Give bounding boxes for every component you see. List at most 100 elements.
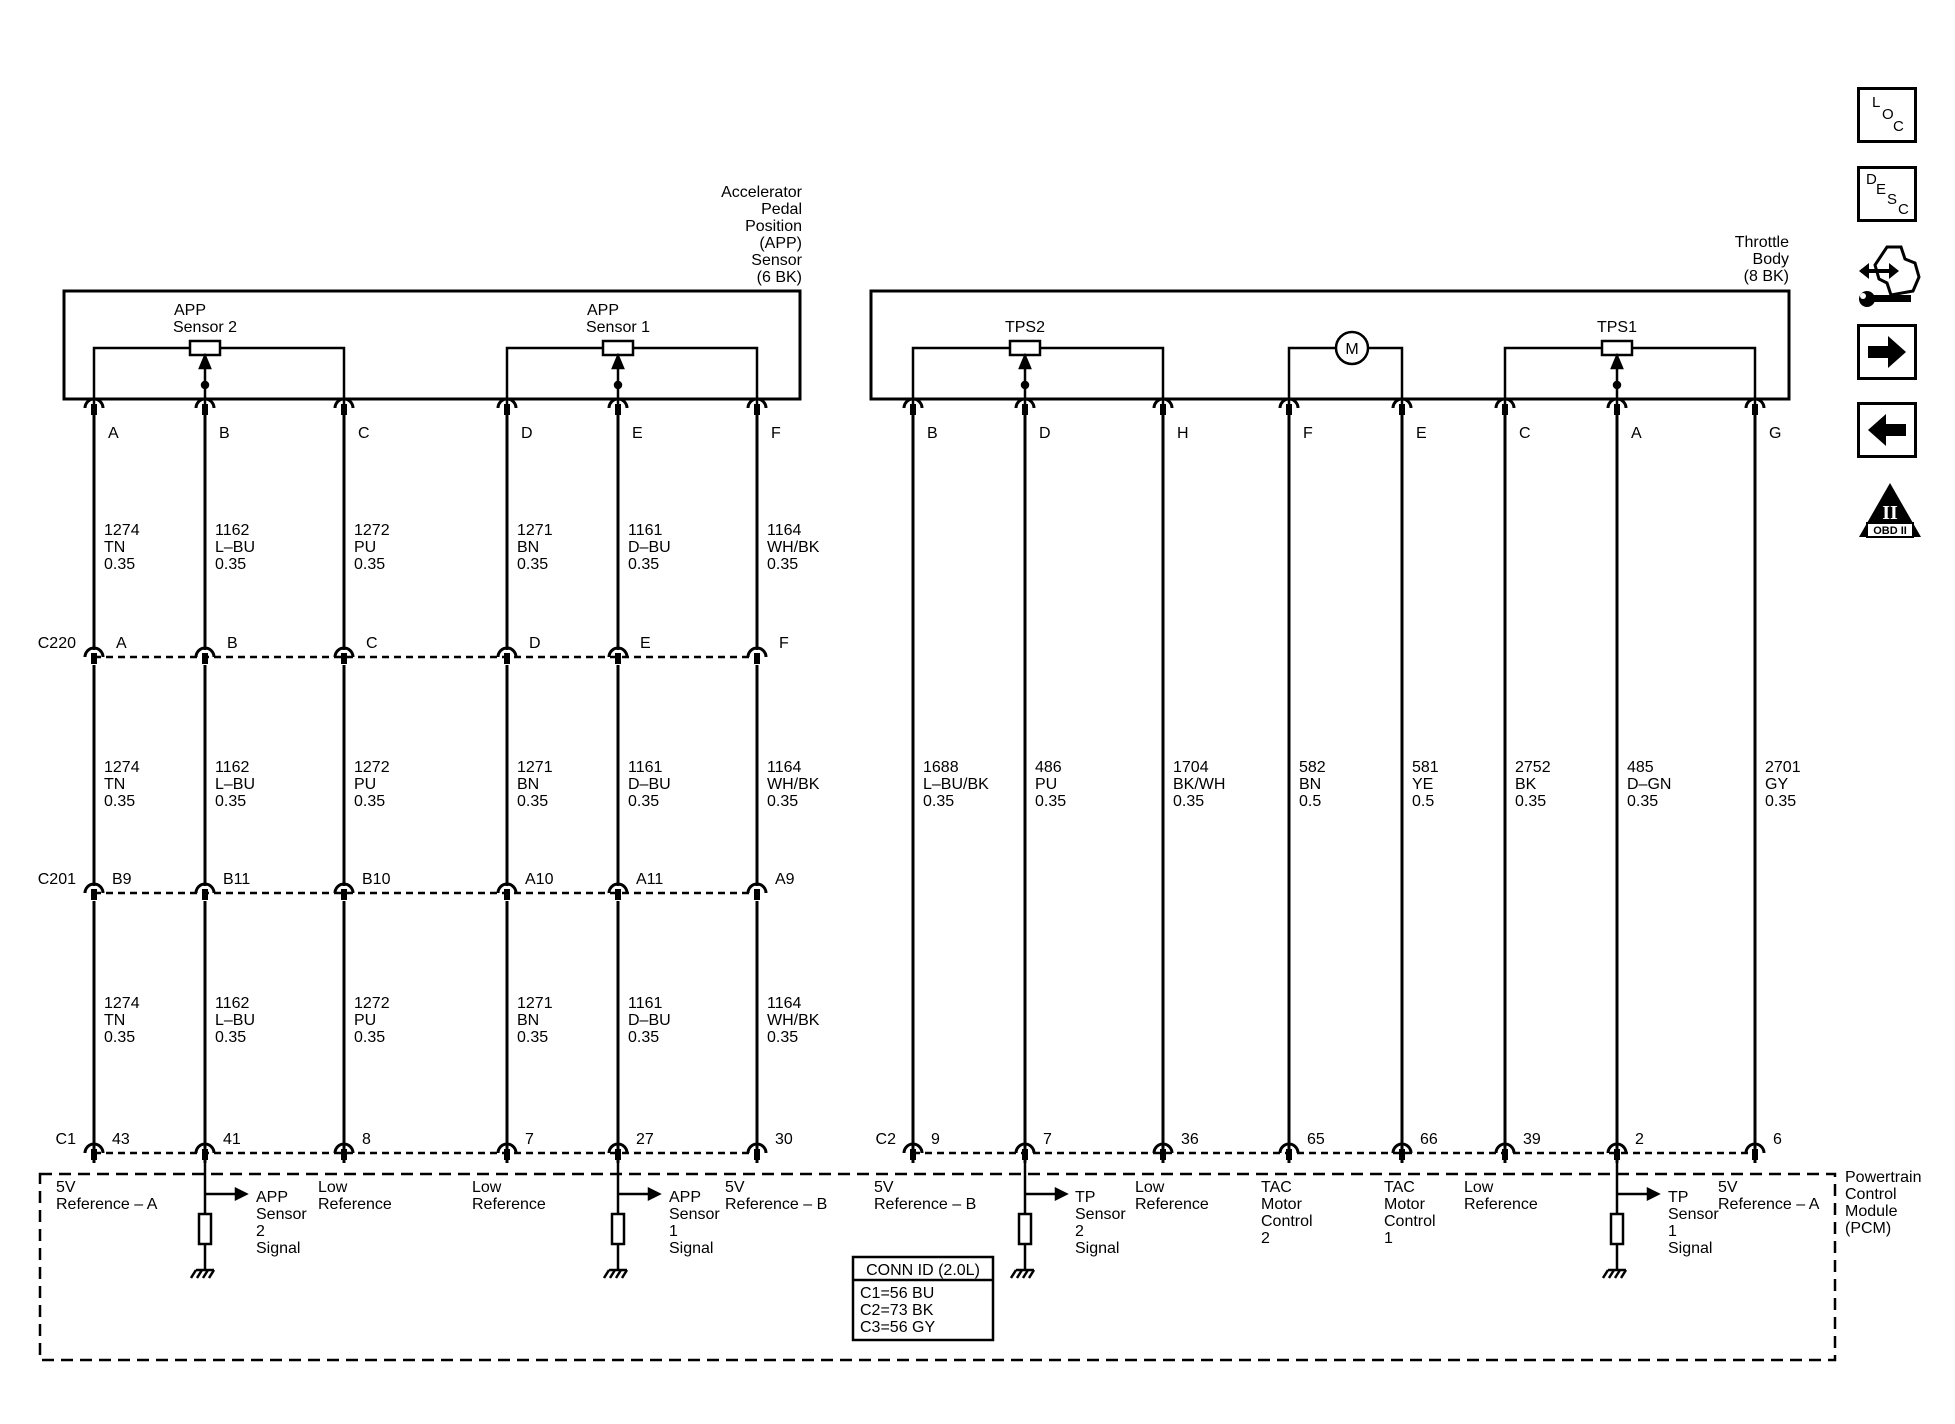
circuit-number: 1271 (517, 759, 553, 776)
pcm-label-tac1: Motor (1384, 1196, 1426, 1213)
terminal-female (496, 882, 518, 894)
pcm-label-tp1: Sensor (1668, 1206, 1719, 1223)
component-pin-label: G (1769, 425, 1781, 442)
wire-color: PU (1035, 776, 1057, 793)
terminal-pin (1286, 1149, 1292, 1160)
terminal-female (1152, 397, 1174, 409)
wire-gauge: 0.35 (1627, 793, 1658, 810)
tps2-label: TPS2 (1005, 319, 1045, 336)
terminal-female (607, 1142, 629, 1154)
pcm-label-ref-b: 5V (725, 1179, 745, 1196)
desc-button[interactable]: D E S C (1857, 166, 1917, 222)
pcm-label-app2: Sensor (256, 1206, 307, 1223)
wire-color: BN (517, 539, 539, 556)
app-sensor-internals (92, 339, 759, 408)
pcm-label-tac2: Motor (1261, 1196, 1303, 1213)
loc-button[interactable]: L O C (1857, 87, 1917, 143)
throttle-body-labels: TPS2 TPS1 M (1005, 319, 1637, 358)
pcm-title-line: Control (1845, 1186, 1897, 1203)
circuit-number: 1274 (104, 522, 140, 539)
wire-gauge: 0.5 (1299, 793, 1321, 810)
wire-color: TN (104, 776, 125, 793)
pcm-label-low-ref: Reference (1135, 1196, 1209, 1213)
pcm-pin-label: 66 (1420, 1131, 1438, 1148)
wire-color: L–BU (215, 1012, 255, 1029)
wire-color: YE (1412, 776, 1433, 793)
circuit-number: 1272 (354, 522, 390, 539)
c1-label: C1 (56, 1131, 77, 1148)
terminal-pin (202, 653, 208, 664)
pcm-label-tp1: 1 (1668, 1223, 1677, 1240)
tp2-signal-circuit (1009, 1163, 1069, 1279)
component-pin-label: B (927, 425, 938, 442)
wire-gauge: 0.35 (767, 793, 798, 810)
previous-page-button[interactable] (1857, 402, 1917, 458)
wire-gauge: 0.35 (104, 556, 135, 573)
terminal-pin (341, 889, 347, 900)
pcm-title: Powertrain Control Module (PCM) (1845, 1169, 1921, 1237)
terminal-female (1494, 397, 1516, 409)
app-sensor2-label: Sensor 2 (173, 319, 237, 336)
wire-color: D–BU (628, 1012, 671, 1029)
conn-id-line: C1=56 BU (860, 1285, 934, 1302)
circuit-number: 1164 (767, 522, 802, 539)
component-pin-label: C (1519, 425, 1531, 442)
circuit-number: 1271 (517, 995, 553, 1012)
circuit-number: 1272 (354, 995, 390, 1012)
conn-id-box: CONN ID (2.0L) C1=56 BU C2=73 BK C3=56 G… (851, 1255, 995, 1342)
terminal-female (746, 397, 768, 409)
terminal-female (746, 882, 768, 894)
pcm-label-ref-a: 5V (1718, 1179, 1738, 1196)
terminal-female (1744, 397, 1766, 409)
app1-signal-circuit (602, 1163, 662, 1279)
terminal-female (83, 397, 105, 409)
terminal-female (746, 1142, 768, 1154)
terminal-female (902, 1142, 924, 1154)
pcm-label-low-ref: Low (472, 1179, 502, 1196)
diagnostics-icon-button[interactable] (1857, 243, 1921, 309)
obd-ii-button[interactable]: II OBD II (1857, 481, 1923, 541)
app-title-line: (6 BK) (757, 269, 802, 286)
pcm-title-line: Module (1845, 1203, 1898, 1220)
terminal-pin (341, 1149, 347, 1160)
terminal-female (333, 397, 355, 409)
pcm-pin-label: 30 (775, 1131, 793, 1148)
pcm-label-tac2: 2 (1261, 1230, 1270, 1247)
wire-gauge: 0.35 (1173, 793, 1204, 810)
terminal-female (194, 882, 216, 894)
wire-gauge: 0.5 (1412, 793, 1434, 810)
obd-ii-icon: II OBD II (1859, 483, 1921, 538)
circuit-number: 1161 (628, 522, 663, 539)
pcm-title-line: Powertrain (1845, 1169, 1921, 1186)
terminal-female (1494, 1142, 1516, 1154)
circuit-number: 1162 (215, 522, 250, 539)
c220-pin-label: D (529, 635, 541, 652)
pcm-label-app1: Sensor (669, 1206, 720, 1223)
circuit-number: 1274 (104, 995, 140, 1012)
pcm-label-tp2: TP (1075, 1189, 1095, 1206)
connector-ids: C220 C201 C1 C2 (38, 635, 896, 1148)
terminal-female (1606, 1142, 1628, 1154)
circuit-number: 1688 (923, 759, 959, 776)
throttle-body-internals (911, 330, 1757, 408)
terminal-female (1391, 397, 1413, 409)
next-page-button[interactable] (1857, 324, 1917, 380)
circuit-number: 1161 (628, 759, 663, 776)
wire-color: BK/WH (1173, 776, 1225, 793)
wire-gauge: 0.35 (767, 556, 798, 573)
tp1-signal-circuit (1601, 1163, 1661, 1279)
pcm-pin-label: 65 (1307, 1131, 1325, 1148)
c220-pin-label: C (366, 635, 378, 652)
pcm-pin-label: 39 (1523, 1131, 1541, 1148)
pcm-label-tp1: TP (1668, 1189, 1688, 1206)
left-arrow-icon (1868, 414, 1906, 446)
desc-letter: D (1866, 171, 1877, 188)
wire-gauge: 0.35 (104, 1029, 135, 1046)
terminal-pin (615, 1149, 621, 1160)
pcm-label-app1: Signal (669, 1240, 713, 1257)
wire-gauge: 0.35 (767, 1029, 798, 1046)
motor-symbol-label: M (1345, 341, 1358, 358)
terminal-female (333, 882, 355, 894)
pcm-label-low-ref: Reference (1464, 1196, 1538, 1213)
pcm-pin-label: 43 (112, 1131, 130, 1148)
